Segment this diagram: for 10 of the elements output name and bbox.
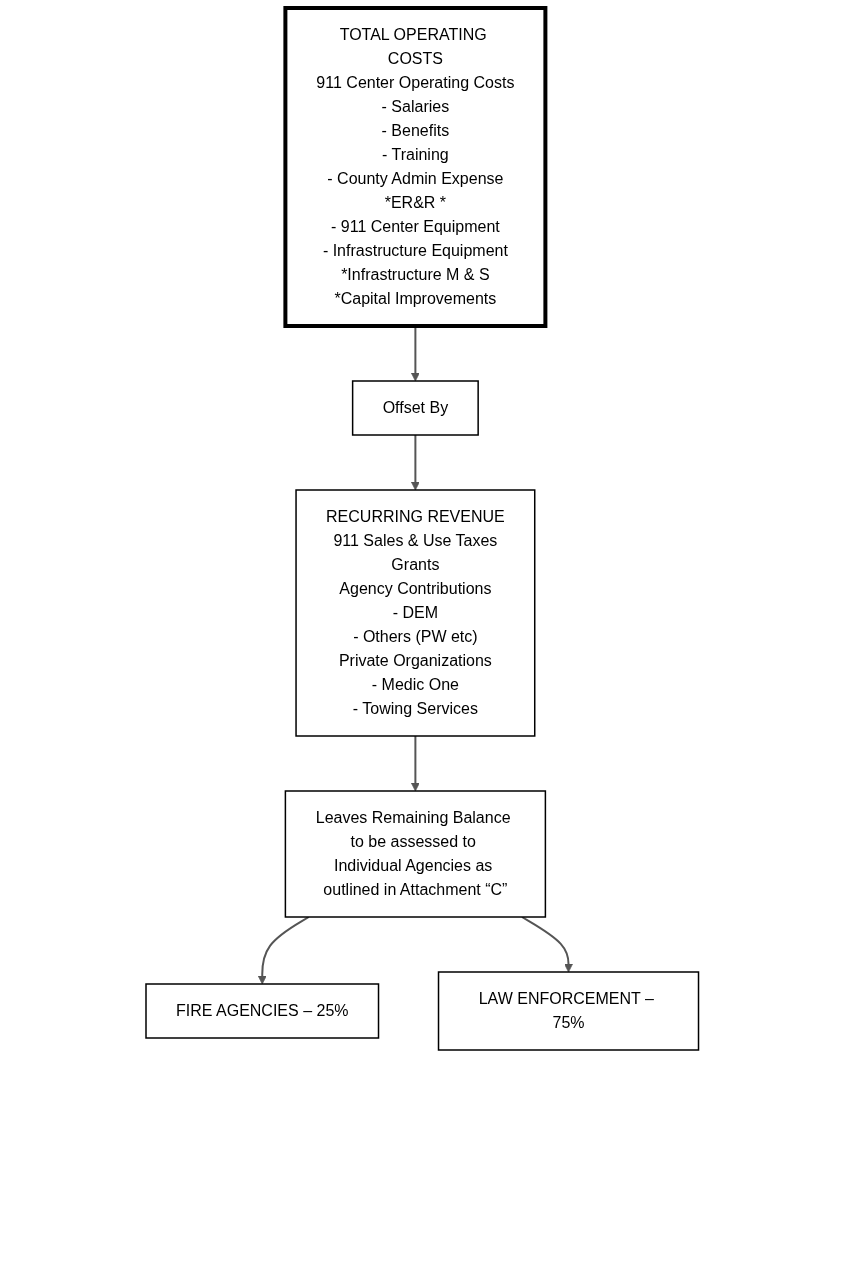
arrow bbox=[521, 916, 574, 973]
node-box: Offset By bbox=[352, 380, 480, 436]
node-box: LAW ENFORCEMENT – 75% bbox=[438, 971, 700, 1051]
arrow bbox=[411, 735, 420, 792]
node-box: FIRE AGENCIES – 25% bbox=[145, 983, 380, 1039]
arrow bbox=[258, 916, 310, 985]
node-box: RECURRING REVENUE 911 Sales & Use Taxes Grants Agency Contributions - DEM - Others (PW etc) Private Organizations - Medic One - Towing Services bbox=[295, 489, 536, 737]
node-box: TOTAL OPERATING COSTS 911 Center Operating Costs - Salaries - Benefits - Training - County Admin Expense *ER&R * - 911 Center Equipment - Infrastructure Equipment *Infrastructure M & S *Capital Improvements bbox=[283, 6, 548, 328]
node-box: Leaves Remaining Balance to be assessed to Individual Agencies as outlined in Attachment “C” bbox=[284, 790, 547, 918]
arrow bbox=[411, 434, 420, 491]
